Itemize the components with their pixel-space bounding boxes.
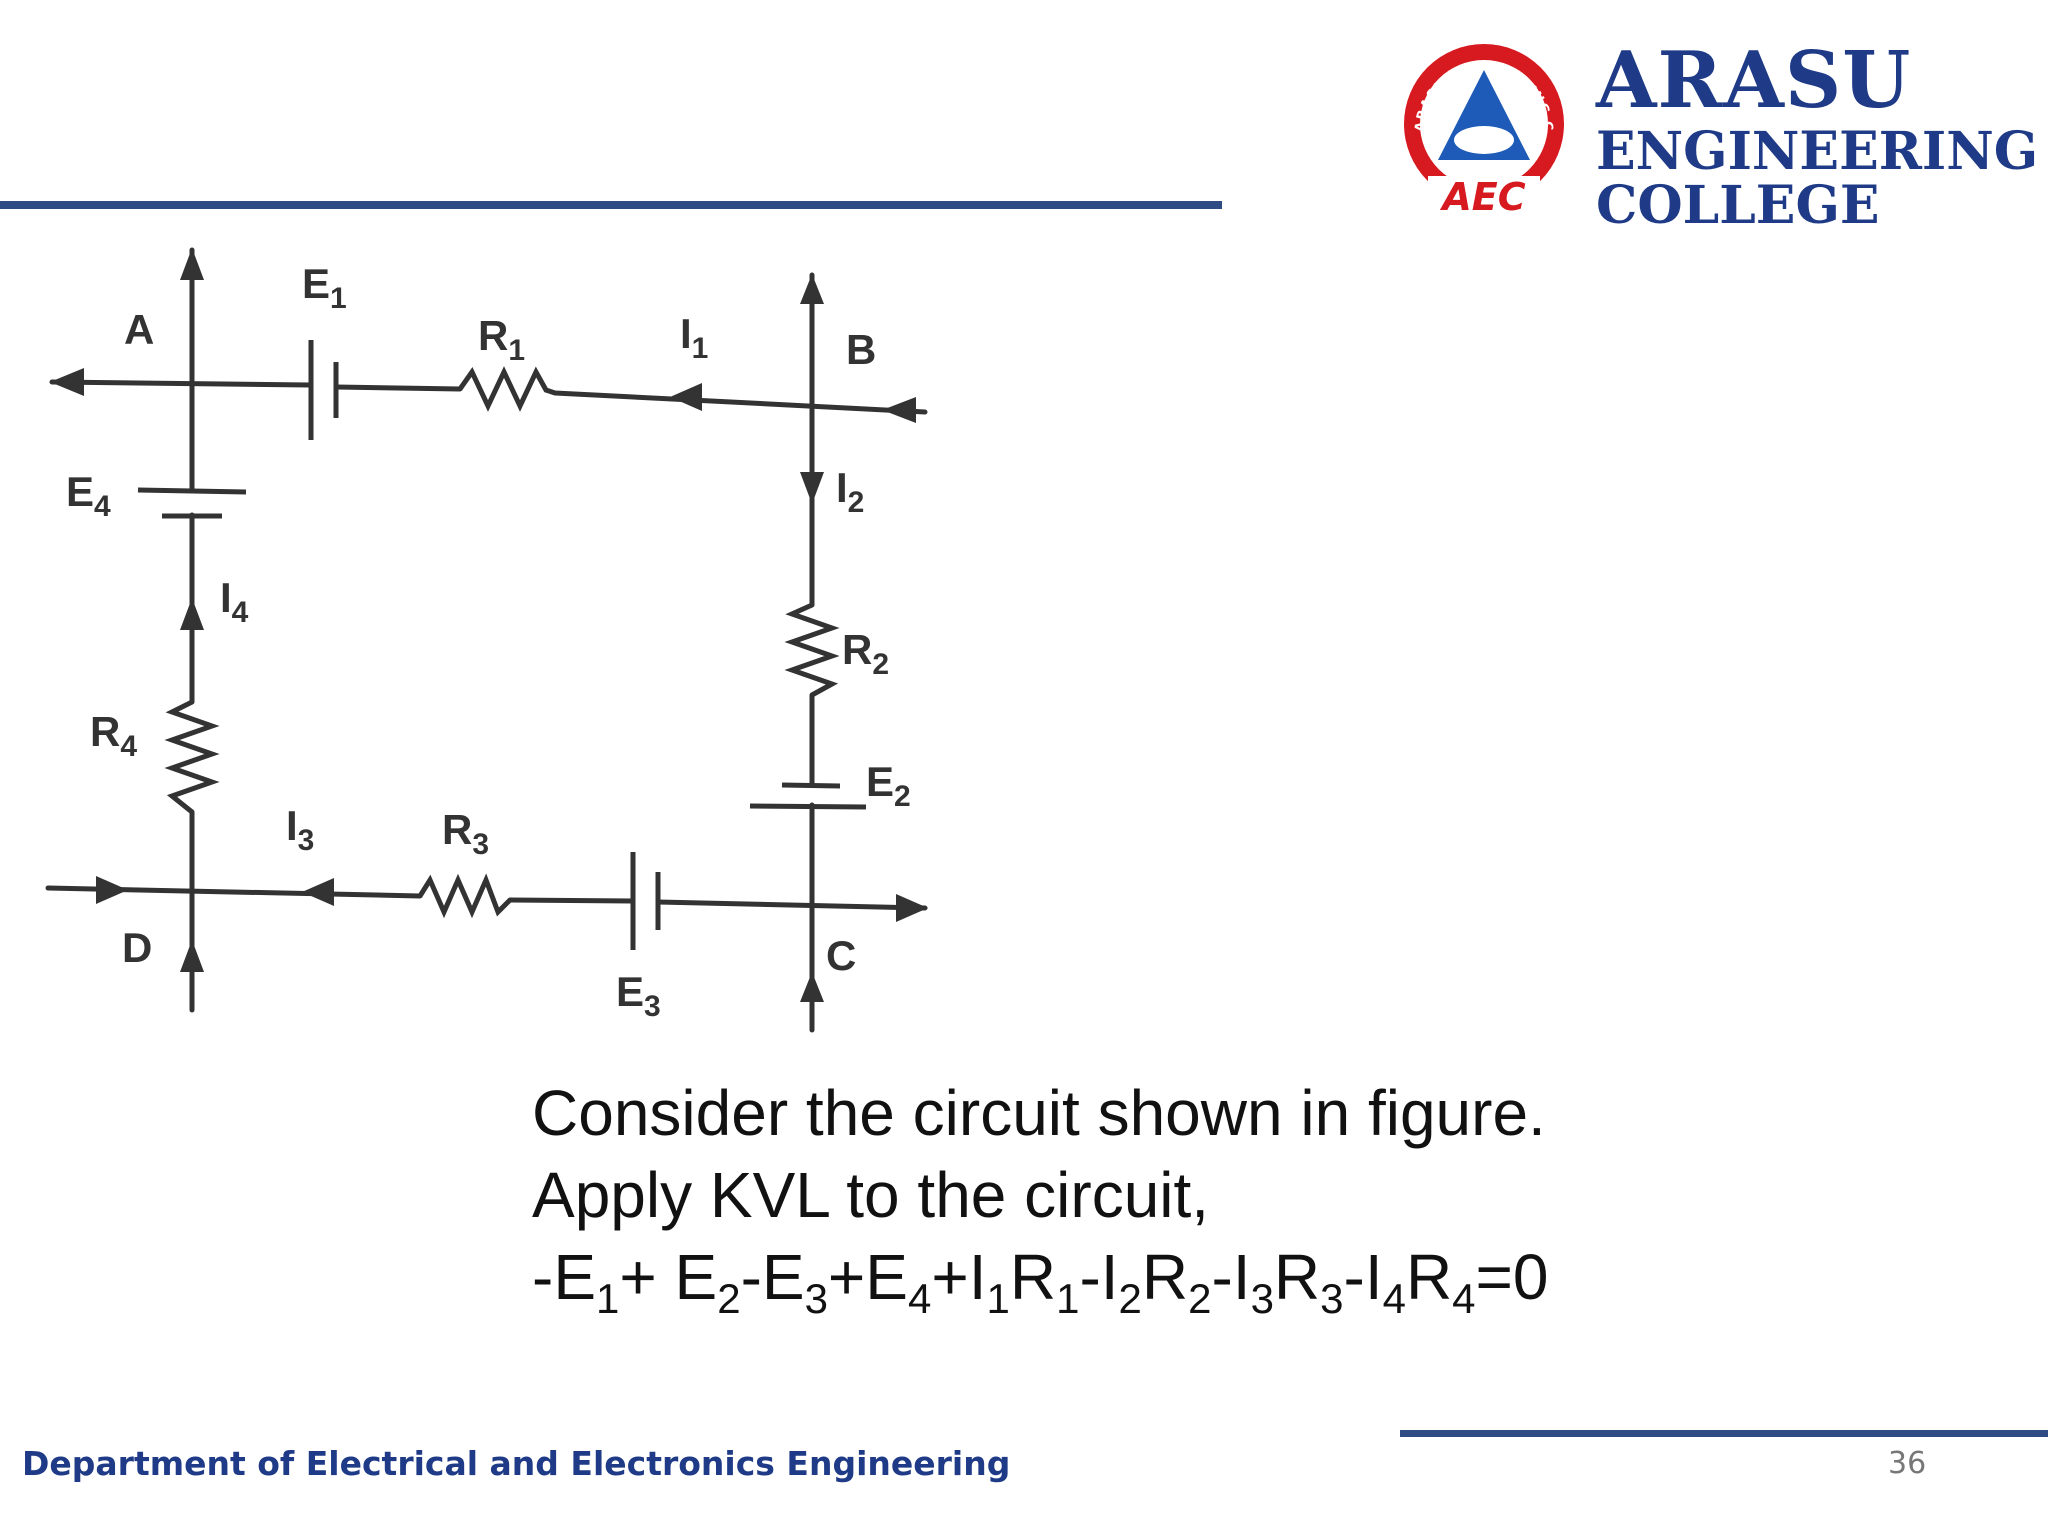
equation-subscript: 2 — [1188, 1275, 1212, 1322]
node-label-d: D — [122, 924, 152, 971]
equation-subscript: 4 — [1382, 1275, 1406, 1322]
arrow-top-left-out — [50, 368, 84, 396]
equation-term: R — [1405, 1241, 1453, 1313]
equation-subscript: 3 — [1320, 1275, 1344, 1322]
equation-subscript: 3 — [1250, 1275, 1274, 1322]
node-label-c: C — [826, 932, 856, 979]
equation-term: + E — [619, 1241, 718, 1313]
arrow-b-up — [800, 274, 824, 304]
footer-department: Department of Electrical and Electronics… — [22, 1444, 1011, 1483]
label-e4: E4 — [66, 468, 111, 523]
logo-initials: AEC — [1439, 175, 1525, 216]
battery-e4-long-plate — [137, 487, 247, 495]
equation-term: +I — [931, 1241, 987, 1313]
equation-term: R — [1273, 1241, 1321, 1313]
equation-subscript: 3 — [804, 1275, 828, 1322]
label-i2: I2 — [836, 464, 864, 519]
kvl-equation: -E1+ E2-E3+E4+I1R1-I2R2-I3R3-I4R4=0 — [532, 1236, 1549, 1320]
label-i1: I1 — [680, 310, 708, 365]
label-e1: E1 — [302, 260, 347, 315]
college-name: ARASU ENGINEERING COLLEGE — [1596, 42, 2038, 232]
label-r2: R2 — [842, 626, 889, 681]
brand-line-2: ENGINEERING — [1596, 121, 2039, 182]
equation-subscript: 1 — [986, 1275, 1010, 1322]
arrow-i1 — [670, 383, 702, 411]
equation-term: -E — [740, 1241, 805, 1313]
wire-bottom-right — [655, 899, 928, 911]
node-label-a: A — [124, 306, 154, 353]
arrow-i4 — [180, 598, 204, 630]
label-e3: E3 — [616, 968, 661, 1023]
wire-top-mid — [333, 384, 463, 392]
equation-term: R — [1141, 1241, 1189, 1313]
label-e2: E2 — [866, 758, 911, 813]
label-i4: I4 — [220, 574, 249, 629]
label-r4: R4 — [90, 708, 137, 763]
equation-subscript: 1 — [596, 1275, 620, 1322]
equation-term: -I — [1343, 1241, 1383, 1313]
resistor-r2 — [784, 602, 840, 698]
equation-term: -I — [1211, 1241, 1251, 1313]
arrow-i3 — [302, 878, 334, 906]
brand-line-1: ARASU — [1596, 35, 1912, 126]
battery-e2-long-plate — [749, 803, 867, 810]
label-r3: R3 — [442, 806, 489, 861]
equation-term: =0 — [1475, 1241, 1549, 1313]
equation-term: R — [1009, 1241, 1057, 1313]
equation-subscript: 2 — [1118, 1275, 1142, 1322]
arrow-a-up — [180, 248, 204, 280]
wire-top-left — [49, 379, 313, 388]
equation-term: -I — [1079, 1241, 1119, 1313]
slide-body: Consider the circuit shown in figure. Ap… — [532, 1072, 1549, 1320]
resistor-r1 — [457, 366, 556, 412]
circuit-diagram: A B C D E1 R1 I1 E4 I2 I4 R2 R4 E2 I3 R3… — [45, 247, 928, 1033]
arrow-d-up — [180, 940, 204, 972]
equation-subscript: 4 — [907, 1275, 932, 1322]
footer-divider — [1400, 1430, 2048, 1437]
equation-subscript: 1 — [1056, 1275, 1080, 1322]
resistor-r4 — [164, 699, 220, 814]
resistor-r3 — [417, 873, 512, 919]
body-line-1: Consider the circuit shown in figure. — [532, 1077, 1546, 1149]
label-i3: I3 — [286, 802, 314, 857]
equation-term: +E — [827, 1241, 908, 1313]
header-divider — [0, 201, 1222, 209]
arrow-c-up — [800, 972, 824, 1002]
equation-subscript: 4 — [1452, 1275, 1476, 1322]
wire-top-right — [552, 390, 928, 415]
college-logo: ARASU ENGINEERING COLLEGE AEC — [1398, 28, 1564, 216]
arrow-bottom-right-out — [896, 894, 928, 922]
brand-line-3: COLLEGE — [1596, 175, 1880, 236]
label-r1: R1 — [478, 312, 525, 367]
wire-bottom-mid — [507, 897, 635, 904]
arrow-i2 — [800, 472, 824, 504]
battery-e2-short-plate — [781, 782, 841, 789]
equation-subscript: 2 — [717, 1275, 741, 1322]
page-number: 36 — [1888, 1446, 1927, 1481]
arrow-bottom-left-in — [96, 876, 128, 904]
equation-term: -E — [532, 1241, 596, 1313]
body-line-2: Apply KVL to the circuit, — [532, 1159, 1210, 1231]
arrow-top-right-in — [882, 397, 916, 423]
node-label-b: B — [846, 326, 876, 373]
